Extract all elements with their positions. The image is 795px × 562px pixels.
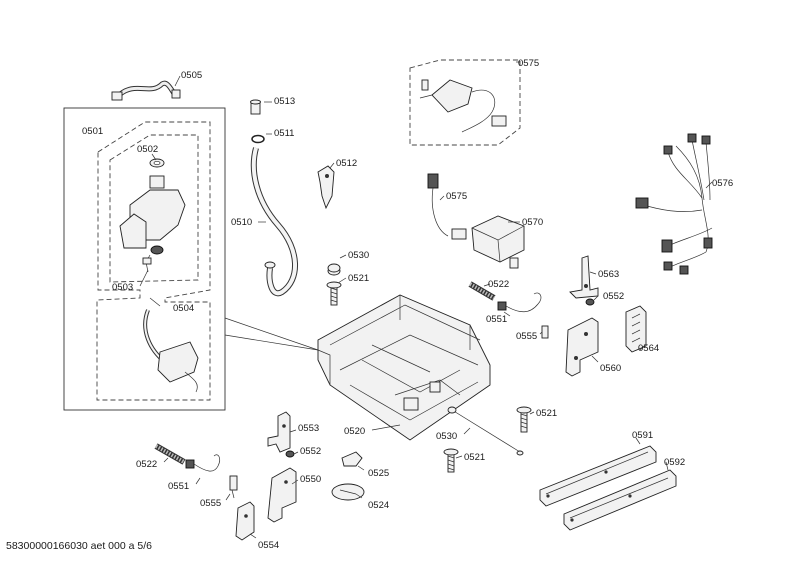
label-0591: 0591 <box>632 430 653 441</box>
part-0575-frame <box>409 59 521 146</box>
part-0521-foot-right <box>516 406 532 433</box>
label-0510: 0510 <box>231 217 252 228</box>
part-0512-bracket <box>317 165 335 210</box>
part-0564-guide <box>625 305 647 353</box>
label-0564: 0564 <box>638 343 659 354</box>
part-0592-kick-plate <box>563 469 677 531</box>
label-0560: 0560 <box>600 363 621 374</box>
part-0510-drain-hose <box>250 147 298 297</box>
part-0553-bracket <box>267 411 291 453</box>
label-0555-b: 0555 <box>200 498 221 509</box>
part-0555-clip-right <box>541 325 549 339</box>
part-0530-nut <box>327 263 341 276</box>
part-0522-tube-right <box>468 281 496 301</box>
detail-frame <box>63 107 226 411</box>
part-0513-cap <box>250 99 261 115</box>
detail-dashed-outline <box>96 121 211 401</box>
part-0505-hose <box>111 80 181 101</box>
label-0563: 0563 <box>598 269 619 280</box>
part-0504-hose-assembly <box>143 309 199 393</box>
label-0592: 0592 <box>664 457 685 468</box>
part-0521-foot-upper <box>326 281 342 306</box>
label-0511: 0511 <box>274 128 294 139</box>
label-0522-b: 0522 <box>136 459 157 470</box>
label-0504: 0504 <box>173 303 194 314</box>
part-valve-assembly <box>119 175 186 273</box>
label-0525: 0525 <box>368 468 389 479</box>
label-0502: 0502 <box>137 144 158 155</box>
label-0521-b: 0521 <box>536 408 557 419</box>
label-0503: 0503 <box>112 282 133 293</box>
part-0575-cable <box>427 173 467 240</box>
part-0550-panel <box>267 467 297 523</box>
part-0521-foot-middle <box>443 448 459 473</box>
part-0511-clamp <box>251 134 265 144</box>
label-0550: 0550 <box>300 474 321 485</box>
detail-leader-to-base <box>224 317 319 351</box>
label-0551-b: 0551 <box>168 481 189 492</box>
label-0553: 0553 <box>298 423 319 434</box>
label-0530-b: 0530 <box>436 431 457 442</box>
part-0552-screw-left <box>285 450 295 458</box>
label-0512: 0512 <box>336 158 357 169</box>
part-0563-bracket <box>569 255 599 299</box>
part-0551-cable-left <box>185 454 220 472</box>
detail-dashed-inner <box>109 134 199 283</box>
label-0513: 0513 <box>274 96 295 107</box>
part-0554-bracket <box>235 501 255 541</box>
part-0530-rod <box>447 406 524 456</box>
part-0524-disc <box>331 483 365 501</box>
part-0522-tube-left <box>154 443 186 465</box>
label-0521-c: 0521 <box>464 452 485 463</box>
label-0551-a: 0551 <box>486 314 507 325</box>
label-0570: 0570 <box>522 217 543 228</box>
part-0575-cable-box <box>419 79 507 133</box>
label-0552-b: 0552 <box>300 446 321 457</box>
document-footer-id: 58300000166030 aet 000 a 5/6 <box>6 540 152 552</box>
label-0576: 0576 <box>712 178 733 189</box>
part-0570-module <box>471 215 525 269</box>
label-0555-a: 0555 <box>516 331 537 342</box>
detail-leader-to-base-2 <box>224 334 319 351</box>
part-0520-base <box>317 294 491 441</box>
label-0524: 0524 <box>368 500 389 511</box>
label-0575-a: 0575 <box>518 58 539 69</box>
label-0521-a: 0521 <box>348 273 369 284</box>
part-0552-screw-right <box>585 298 595 306</box>
part-0502-washer <box>149 158 165 168</box>
part-0551-cable-right <box>497 292 542 313</box>
label-0552-a: 0552 <box>603 291 624 302</box>
label-0520: 0520 <box>344 426 365 437</box>
label-0554: 0554 <box>258 540 279 551</box>
part-0525-clip <box>341 451 363 467</box>
label-0501: 0501 <box>82 126 103 137</box>
part-0576-wiring-harness <box>635 133 713 275</box>
part-0555-clip-left <box>229 475 238 499</box>
part-0591-kick-plate <box>539 445 657 507</box>
label-0522-a: 0522 <box>488 279 509 290</box>
label-0530-a: 0530 <box>348 250 369 261</box>
label-0505: 0505 <box>181 70 202 81</box>
label-0575-b: 0575 <box>446 191 467 202</box>
part-0560-panel <box>565 317 599 377</box>
